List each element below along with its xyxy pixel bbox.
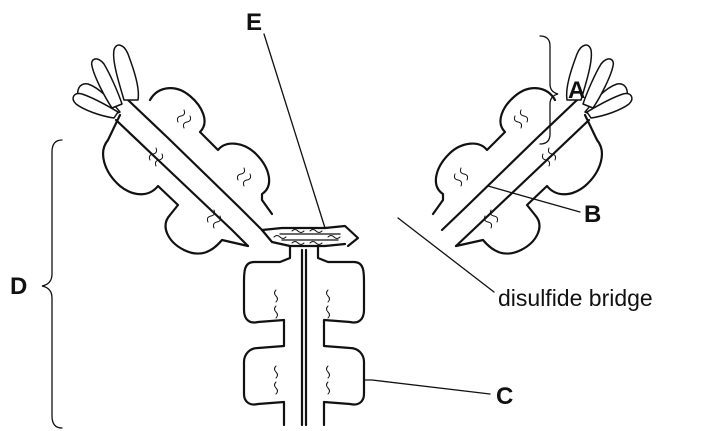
left-light-chain: [103, 115, 248, 254]
leader-c: [364, 380, 490, 394]
stem: [244, 246, 364, 425]
label-disulfide-bridge: disulfide bridge: [498, 285, 653, 311]
leader-b: [488, 186, 580, 212]
leader-disulfide: [398, 218, 494, 292]
right-arm: [433, 45, 632, 254]
label-a: A: [568, 77, 585, 104]
label-d: D: [10, 273, 27, 300]
left-heavy-chain-2: [116, 120, 248, 246]
left-heavy-chain: [128, 100, 262, 230]
leader-e: [264, 34, 325, 228]
label-c: C: [496, 383, 513, 410]
stem-left-chain: [244, 246, 290, 425]
label-b: B: [584, 201, 601, 228]
stem-right-chain: [318, 246, 364, 425]
right-heavy-chain: [442, 100, 577, 230]
label-e: E: [246, 9, 262, 36]
right-light-chain: [456, 115, 602, 254]
hinge-region: [262, 226, 358, 246]
left-arm: [73, 45, 272, 254]
right-heavy-chain-2: [456, 120, 589, 246]
bracket-d: [42, 140, 62, 428]
